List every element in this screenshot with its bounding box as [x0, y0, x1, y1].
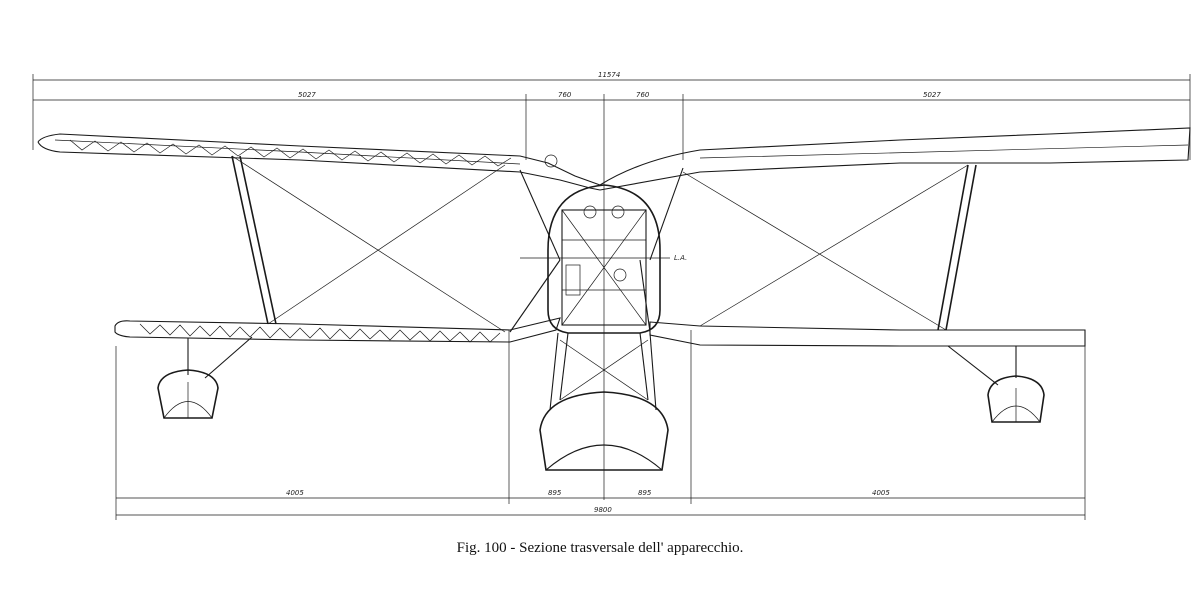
- dim-overall-span: 11574: [598, 71, 620, 79]
- figure-caption: Fig. 100 - Sezione trasversale dell' app…: [456, 540, 744, 556]
- lower-wing: [114, 317, 1086, 520]
- dim-lower-left-panel: 4005: [286, 489, 304, 497]
- dim-lower-center-right: 895: [638, 489, 652, 497]
- dim-upper-left-panel: 5027: [298, 91, 316, 99]
- fuselage-section: L.A.: [520, 184, 687, 471]
- bottom-dimension-lines: 4005 895 895 4005 9800: [116, 330, 1085, 516]
- dim-lower-center-left: 895: [548, 489, 562, 497]
- dim-lower-right-panel: 4005: [872, 489, 890, 497]
- dim-lower-overall: 9800: [594, 506, 612, 514]
- centerline-mark: L.A.: [674, 254, 687, 262]
- upper-wing: [37, 127, 1191, 191]
- top-dimension-lines: 11574 5027 760 760 5027: [32, 71, 1191, 500]
- dim-upper-center-left: 760: [558, 91, 572, 99]
- wingtip-floats: [157, 336, 1045, 423]
- interplane-struts: [231, 155, 977, 333]
- dim-upper-right-panel: 5027: [923, 91, 941, 99]
- dim-upper-center-right: 760: [636, 91, 650, 99]
